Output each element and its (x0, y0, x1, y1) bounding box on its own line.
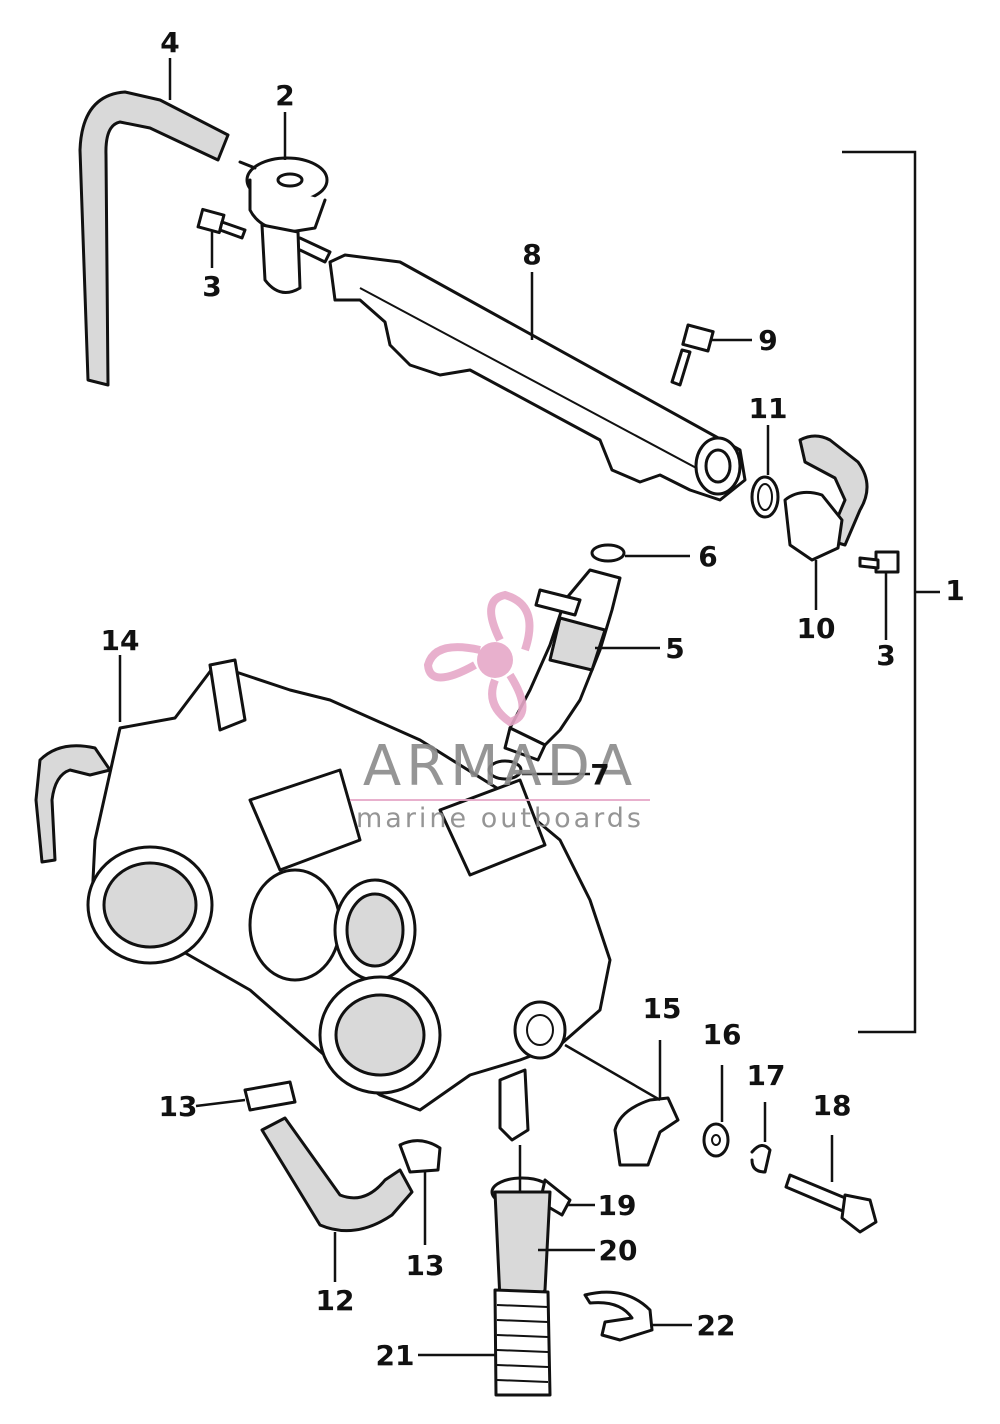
fuel-rail-part (328, 253, 747, 502)
callout-10: 10 (797, 612, 836, 645)
spring-washer-17 (750, 1102, 772, 1174)
callout-17: 17 (747, 1059, 786, 1092)
bracket-15 (613, 1040, 680, 1167)
callout-16: 16 (703, 1018, 742, 1051)
callout-3-right: 3 (876, 639, 895, 672)
assembly-bracket (842, 150, 917, 1034)
throttle-body-part (34, 655, 612, 1142)
fuel-joint-part (783, 434, 869, 610)
callout-20: 20 (599, 1234, 638, 1267)
callout-9: 9 (758, 324, 777, 357)
coolant-hose-12 (260, 1116, 414, 1282)
callout-3-left: 3 (202, 270, 221, 303)
callout-7: 7 (590, 758, 609, 791)
vacuum-hose-part (78, 58, 230, 387)
watermark-tagline: marine outboards (356, 803, 644, 834)
callout-5: 5 (665, 632, 684, 665)
washer-16 (702, 1065, 730, 1158)
hose-clip-13a (195, 1080, 297, 1112)
callout-18: 18 (813, 1089, 852, 1122)
callout-11: 11 (749, 392, 788, 425)
callout-12: 12 (316, 1284, 355, 1317)
bolt-3-right (858, 550, 900, 640)
clamp-22 (583, 1290, 692, 1342)
o-ring-6 (590, 543, 690, 563)
callout-1: 1 (945, 574, 964, 607)
callout-6: 6 (698, 540, 717, 573)
callout-22: 22 (697, 1309, 736, 1342)
callout-19: 19 (598, 1189, 637, 1222)
pressure-regulator-part (238, 112, 332, 294)
callout-21: 21 (376, 1339, 415, 1372)
o-ring-7 (487, 759, 590, 781)
fuel-injector-part (503, 568, 660, 762)
hose-assembly-20-21 (418, 1145, 595, 1397)
armada-watermark: ARMADA marine outboards (350, 590, 650, 834)
bolt-3-left (196, 207, 247, 268)
callout-14: 14 (101, 624, 140, 657)
callout-13-bottom: 13 (406, 1249, 445, 1282)
o-ring-11 (750, 425, 780, 519)
callout-4: 4 (160, 26, 179, 59)
bolt-18 (784, 1135, 878, 1234)
propeller-logo-icon (423, 590, 534, 727)
callout-13-left: 13 (159, 1090, 198, 1123)
callout-2: 2 (275, 79, 294, 112)
callout-15: 15 (643, 992, 682, 1025)
callout-8: 8 (522, 238, 541, 271)
hose-clip-13b (398, 1139, 442, 1245)
watermark-brand: ARMADA (363, 734, 637, 799)
bolt-9 (670, 323, 752, 387)
